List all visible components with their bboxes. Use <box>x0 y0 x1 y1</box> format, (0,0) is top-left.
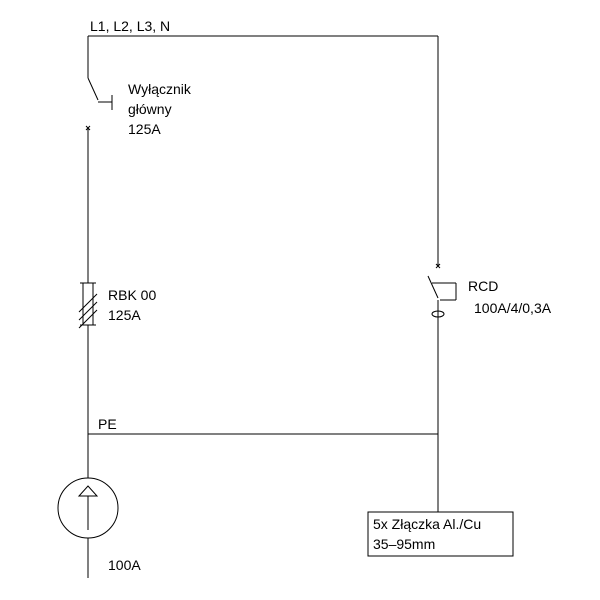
connector-label-line1: 5x Złączka Al./Cu <box>373 516 481 532</box>
main-switch-name-line1: Wyłącznik <box>128 81 192 97</box>
main-switch-symbol <box>85 77 113 131</box>
meter-rating-label: 100A <box>108 557 141 573</box>
pe-label: PE <box>98 416 117 432</box>
fuse-type-label: RBK 00 <box>108 287 156 303</box>
fuse-rating-label: 125A <box>108 307 141 323</box>
rcd-name-label: RCD <box>468 278 498 294</box>
meter-symbol <box>57 477 119 539</box>
supply-label: L1, L2, L3, N <box>90 18 170 34</box>
connector-label-line2: 35–95mm <box>373 536 435 552</box>
fuse-symbol <box>78 282 98 329</box>
connector-box <box>367 511 514 557</box>
rcd-symbol <box>427 263 457 318</box>
main-switch-name-line2: główny <box>128 101 172 117</box>
main-switch-rating: 125A <box>128 121 161 137</box>
rcd-rating-label: 100A/4/0,3A <box>474 300 552 316</box>
